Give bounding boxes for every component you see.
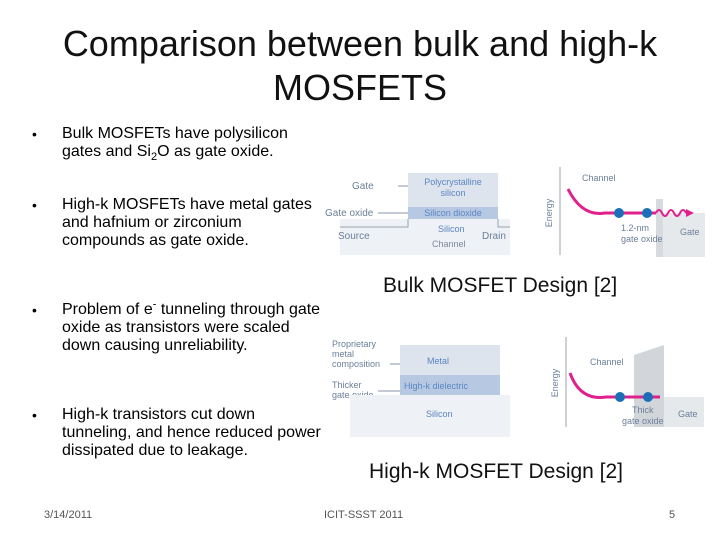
highk-mosfet-diagram: Proprietary metal composition Metal High… (332, 337, 704, 437)
silicon-label: Silicon (438, 224, 465, 234)
slide-title: Comparison between bulk and high-k MOSFE… (20, 22, 700, 110)
bullet-item: • Bulk MOSFETs have polysilicon gates an… (32, 125, 322, 164)
bullet-text: as gate oxide. (169, 143, 274, 160)
electron-icon (615, 392, 625, 402)
prop-label: Proprietary (332, 339, 377, 349)
thicker-label: Thicker (332, 380, 362, 390)
electron-icon (614, 208, 624, 218)
gate-graph-label: Gate (678, 409, 698, 419)
thick-barrier (634, 345, 664, 427)
electron-icon (642, 208, 652, 218)
bullet-text: High-k transistors cut down tunneling, a… (62, 406, 321, 459)
footer-center: ICIT-SSST 2011 (324, 509, 404, 521)
thick-label: Thick (632, 405, 654, 415)
bullet-text: Problem of e (62, 301, 153, 318)
highk-label: High-k dielectric (404, 381, 469, 391)
poly-label: Polycrystalline (424, 177, 482, 187)
source-region (340, 219, 409, 228)
superscript: - (152, 298, 157, 311)
bullet-dot-icon: • (32, 407, 37, 423)
channel-energy-curve (568, 372, 660, 399)
subscript: 2 (150, 151, 158, 164)
substrate (340, 219, 510, 255)
gate-oxide-label: Gate oxide (325, 208, 374, 219)
source-label: Source (338, 231, 370, 242)
substrate (350, 395, 510, 437)
bullet-dot-icon: • (32, 197, 37, 213)
tunneling-wave (655, 209, 687, 217)
channel-graph-label: Channel (590, 357, 624, 367)
drain-region (497, 219, 510, 228)
oxide-layer (408, 207, 498, 219)
bullet-text: O (157, 143, 170, 160)
bullet-text: High-k MOSFETs have metal gates and hafn… (62, 196, 312, 249)
bullet-item: • High-k MOSFETs have metal gates and ha… (32, 196, 322, 250)
bullet-item: • High-k transistors cut down tunneling,… (32, 406, 322, 460)
title-line-1: Comparison between bulk and high-k (62, 23, 658, 64)
page-number: 5 (669, 509, 676, 521)
energy-label: Energy (550, 368, 560, 397)
prop-label-3: composition (332, 359, 380, 369)
gate-graph-label: Gate (680, 227, 700, 237)
sio2-label: Silicon dioxide (424, 208, 482, 218)
highk-caption: High-k MOSFET Design [2] (369, 460, 624, 483)
channel-graph-label: Channel (582, 173, 616, 183)
poly-label-2: silicon (440, 188, 465, 198)
gate-block (408, 173, 498, 207)
gate-region (663, 213, 705, 257)
bulk-mosfet-diagram: Gate Polycrystalline silicon Gate oxide … (325, 167, 705, 257)
gate-region (664, 397, 704, 427)
bullet-dot-icon: • (32, 302, 37, 318)
footer-date: 3/14/2011 (44, 509, 93, 521)
arrow-icon (686, 209, 694, 217)
bullet-item: • Problem of e- tunneling through gate o… (32, 298, 322, 355)
gate-label: Gate (352, 181, 374, 192)
drain-label: Drain (482, 231, 506, 242)
highk-layer (400, 375, 500, 395)
silicon-label: Silicon (426, 409, 453, 419)
nm-label: 1.2-nm (621, 223, 649, 233)
bullet-text: Bulk MOSFETs have polysilicon gates and … (62, 125, 288, 160)
bullet-text: tunneling through gate oxide as transist… (62, 301, 321, 354)
channel-energy-curve (566, 188, 656, 215)
bulk-caption: Bulk MOSFET Design [2] (383, 274, 618, 297)
nm-label-2: gate oxide (621, 234, 663, 244)
electron-icon (643, 392, 653, 402)
energy-label: Energy (544, 198, 554, 227)
prop-label-2: metal (332, 349, 354, 359)
oxide-barrier (656, 199, 663, 257)
metal-gate-block (400, 345, 500, 375)
channel-label: Channel (432, 239, 466, 249)
title-line-2: MOSFETS (272, 67, 447, 108)
bullet-dot-icon: • (32, 126, 37, 142)
metal-label: Metal (427, 356, 449, 366)
thick-label-2: gate oxide (622, 416, 664, 426)
